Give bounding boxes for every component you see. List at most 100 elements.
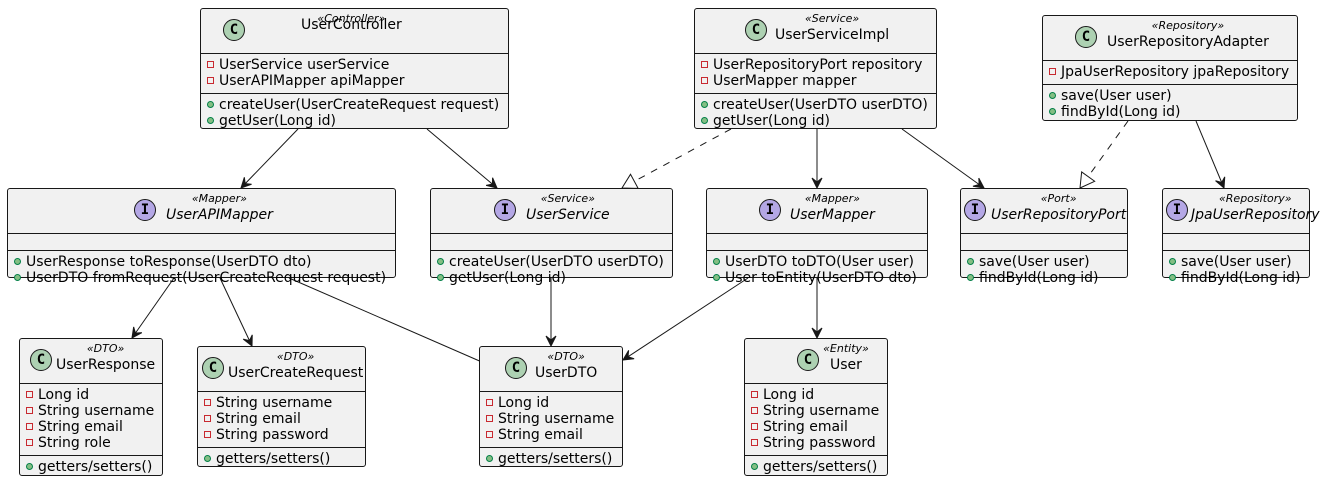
arrowhead xyxy=(972,177,985,189)
public-visibility-icon xyxy=(713,274,720,281)
method-text: getters/setters() xyxy=(38,459,153,475)
user-mapper-to-user-dto-dependency xyxy=(622,277,749,361)
field-row: String email xyxy=(751,419,881,435)
field-row: String password xyxy=(751,435,881,451)
class-name: UserDTO xyxy=(535,365,598,381)
fields-section xyxy=(961,233,1127,250)
stereotype-label: «Mapper» xyxy=(804,192,860,205)
arrowhead xyxy=(811,177,823,190)
private-visibility-icon xyxy=(204,431,211,438)
field-text: Long id xyxy=(763,387,815,403)
method-text: User toEntity(UserDTO dto) xyxy=(725,270,917,286)
field-row: String email xyxy=(486,427,616,443)
field-text: Long id xyxy=(498,395,550,411)
private-visibility-icon xyxy=(207,77,214,84)
arrowhead xyxy=(486,177,498,189)
public-visibility-icon xyxy=(751,463,758,470)
private-visibility-icon xyxy=(207,61,214,68)
method-text: getUser(Long id) xyxy=(219,113,336,129)
field-text: String role xyxy=(38,435,111,451)
field-text: String email xyxy=(216,411,301,427)
stereotype-label: «DTO» xyxy=(276,350,315,363)
methods-section: getters/setters() xyxy=(20,455,162,479)
method-row: findById(Long id) xyxy=(1049,104,1291,120)
methods-section: getters/setters() xyxy=(745,455,887,479)
field-row: JpaUserRepository jpaRepository xyxy=(1049,64,1291,80)
class-icon: C xyxy=(745,19,767,41)
method-text: getUser(Long id) xyxy=(713,113,830,129)
interface-jpa-user-repository[interactable]: I «Repository» JpaUserRepository save(User … xyxy=(1162,188,1320,286)
stereotype-label: «Port» xyxy=(1040,192,1077,205)
interface-icon: I xyxy=(964,199,986,221)
field-text: UserRepositoryPort repository xyxy=(713,57,923,73)
method-text: UserDTO fromRequest(UserCreateRequest re… xyxy=(26,270,387,286)
user-service-impl-to-user-service-realization xyxy=(621,128,732,189)
method-row: getters/setters() xyxy=(486,451,616,467)
user-controller-to-user-service-dependency xyxy=(426,128,498,189)
class-header: C«Service»UserServiceImpl xyxy=(695,9,936,53)
method-row: createUser(UserDTO userDTO) xyxy=(437,254,666,270)
public-visibility-icon xyxy=(26,463,33,470)
field-row: Long id xyxy=(486,395,616,411)
stereotype-label: «Repository» xyxy=(1219,192,1292,205)
method-row: UserDTO toDTO(User user) xyxy=(713,254,921,270)
field-text: Long id xyxy=(38,387,90,403)
interface-icon: I xyxy=(759,199,781,221)
class-name: UserMapper xyxy=(790,207,875,223)
user-api-mapper-to-user-create-request-dependency xyxy=(219,277,253,348)
method-row: save(User user) xyxy=(967,254,1121,270)
public-visibility-icon xyxy=(14,258,21,265)
public-visibility-icon xyxy=(701,117,708,124)
arrowhead xyxy=(1079,171,1096,189)
private-visibility-icon xyxy=(701,61,708,68)
interface-icon: I xyxy=(1166,199,1188,221)
method-row: getters/setters() xyxy=(26,459,156,475)
public-visibility-icon xyxy=(437,274,444,281)
method-row: save(User user) xyxy=(1169,254,1303,270)
method-row: findById(Long id) xyxy=(1169,270,1303,286)
class-name: UserResponse xyxy=(56,357,156,373)
field-row: UserRepositoryPort repository xyxy=(701,57,930,73)
methods-section: save(User user)findById(Long id) xyxy=(961,250,1127,290)
class-name: JpaUserRepository xyxy=(1191,207,1320,223)
interface-icon: I xyxy=(134,199,156,221)
field-text: String username xyxy=(38,403,155,419)
method-text: createUser(UserDTO userDTO) xyxy=(713,97,928,113)
interface-user-repository-port[interactable]: I «Port» UserRepositoryPort save(User user)… xyxy=(960,188,1128,286)
class-name: UserController xyxy=(301,17,402,33)
private-visibility-icon xyxy=(26,439,33,446)
field-text: String username xyxy=(498,411,615,427)
private-visibility-icon xyxy=(26,423,33,430)
private-visibility-icon xyxy=(486,431,493,438)
field-row: String username xyxy=(26,403,156,419)
field-text: UserAPIMapper apiMapper xyxy=(219,73,405,89)
class-header: C«Entity»User xyxy=(745,339,887,383)
public-visibility-icon xyxy=(486,455,493,462)
field-row: String password xyxy=(204,427,359,443)
class-name: UserRepositoryPort xyxy=(991,207,1127,223)
user-controller-to-user-api-mapper-dependency xyxy=(240,128,299,189)
arrowhead xyxy=(622,350,635,361)
stereotype-label: «Entity» xyxy=(823,342,869,355)
field-text: String username xyxy=(216,395,333,411)
class-name: UserRepositoryAdapter xyxy=(1107,34,1269,50)
field-row: String role xyxy=(26,435,156,451)
field-row: Long id xyxy=(26,387,156,403)
user-api-mapper-to-user-response-dependency xyxy=(131,277,175,339)
public-visibility-icon xyxy=(204,455,211,462)
private-visibility-icon xyxy=(751,423,758,430)
stereotype-label: «Controller» xyxy=(317,12,386,25)
class-name: User xyxy=(830,357,862,373)
